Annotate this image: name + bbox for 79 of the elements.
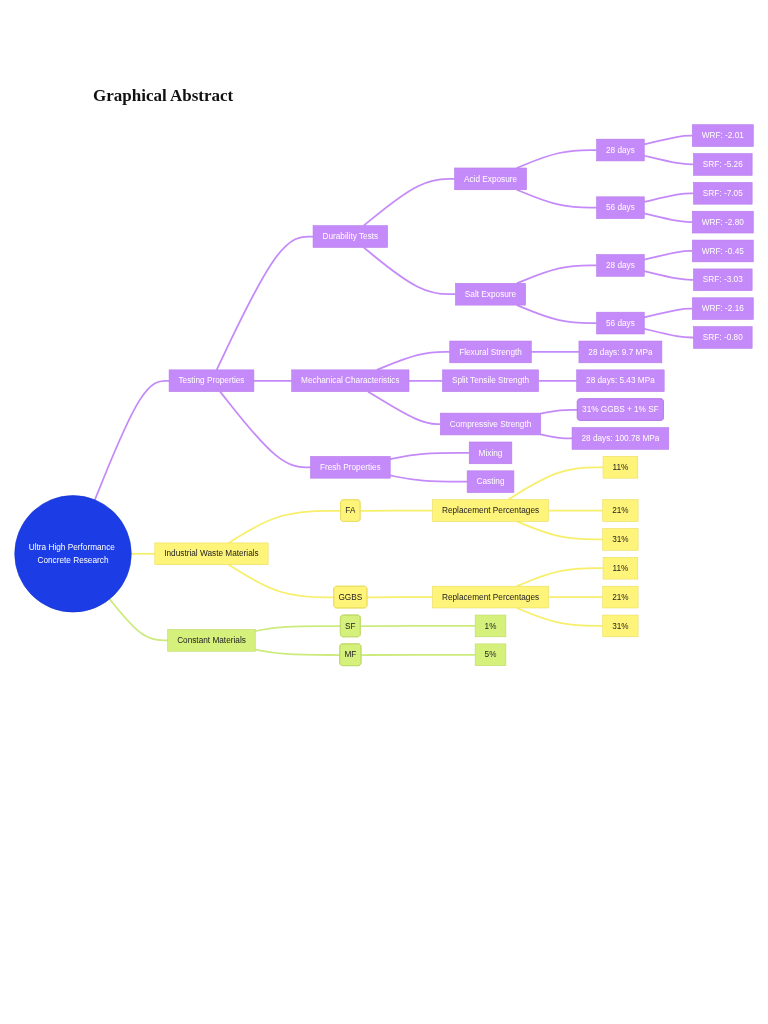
node-box: SRF: -0.80 — [693, 326, 753, 350]
node-box: Flexural Strength — [449, 341, 532, 364]
node-box: 31% — [602, 528, 639, 551]
connector — [515, 264, 598, 285]
node-box: 28 days: 9.7 MPa — [578, 341, 663, 364]
connector — [643, 328, 695, 339]
node-box: Constant Materials — [167, 629, 256, 652]
connector — [254, 625, 342, 633]
connector — [515, 520, 604, 541]
node-box: Testing Properties — [168, 369, 255, 393]
connector — [359, 510, 434, 513]
connector — [515, 567, 604, 588]
connector — [219, 391, 312, 469]
connector — [643, 308, 694, 319]
connector — [215, 236, 314, 372]
node-box: 21% — [602, 499, 639, 523]
connector — [643, 135, 694, 146]
connector — [643, 212, 694, 224]
node-box: SRF: -5.26 — [693, 153, 753, 176]
connector — [643, 250, 694, 261]
connector — [643, 192, 695, 204]
connector — [547, 596, 604, 599]
connector — [108, 598, 169, 642]
node-box: Salt Exposure — [455, 283, 526, 306]
connector — [389, 452, 471, 461]
node-box: Replacement Percentages — [432, 586, 549, 609]
node-box: 28 days: 5.43 MPa — [576, 369, 665, 393]
node-box: 21% — [602, 586, 639, 609]
node-box: WRF: -2.16 — [692, 297, 754, 321]
connector — [93, 380, 170, 502]
connector — [227, 510, 342, 545]
node-box: Split Tensile Strength — [442, 369, 539, 393]
connector — [254, 649, 341, 657]
node-box: Casting — [466, 470, 515, 494]
connector — [366, 596, 434, 599]
connector — [376, 351, 451, 372]
node-box: WRF: -2.80 — [692, 211, 754, 234]
node-box: 1% — [474, 615, 507, 638]
connector — [360, 654, 477, 657]
connector — [643, 270, 695, 282]
node-box: 11% — [602, 557, 639, 580]
node-box: 28 days — [596, 139, 645, 162]
node-box: Durability Tests — [312, 225, 388, 249]
connector — [530, 351, 580, 354]
node-box: SRF: -3.03 — [693, 269, 753, 292]
connector — [253, 380, 293, 383]
connector — [362, 178, 456, 227]
connector — [389, 474, 469, 483]
node-box: Mixing — [468, 442, 513, 465]
connector — [539, 409, 579, 415]
connector — [359, 625, 477, 628]
connector — [362, 246, 457, 296]
connector — [507, 466, 604, 501]
node-box: 28 days — [596, 254, 645, 277]
node-box: 28 days: 100.78 MPa — [571, 427, 670, 450]
node-box: Mechanical Characteristics — [291, 369, 410, 393]
connector — [515, 149, 598, 170]
node-circle: Ultra High Performance Concrete Research — [14, 495, 132, 613]
connector — [539, 433, 573, 440]
connector — [367, 391, 442, 426]
node-box: 56 days — [596, 196, 645, 220]
node-box: 11% — [602, 456, 639, 479]
node-box: Fresh Properties — [310, 456, 391, 479]
node-box: 56 days — [596, 312, 645, 335]
node-box: Industrial Waste Materials — [154, 543, 269, 566]
node-box: Acid Exposure — [454, 168, 527, 191]
node-box: Replacement Percentages — [432, 499, 549, 523]
node-box: WRF: -2.01 — [692, 124, 754, 148]
node-box: WRF: -0.45 — [692, 240, 754, 263]
node-box: SRF: -7.05 — [693, 182, 753, 205]
connector — [537, 380, 578, 383]
connector — [130, 553, 156, 556]
title: Graphical Abstract — [93, 86, 234, 107]
connector — [643, 155, 695, 166]
connector — [408, 380, 444, 383]
node-box: Compressive Strength — [440, 413, 541, 436]
node-box: 5% — [474, 643, 507, 667]
node-box: 31% — [602, 615, 639, 638]
connector — [547, 510, 604, 512]
